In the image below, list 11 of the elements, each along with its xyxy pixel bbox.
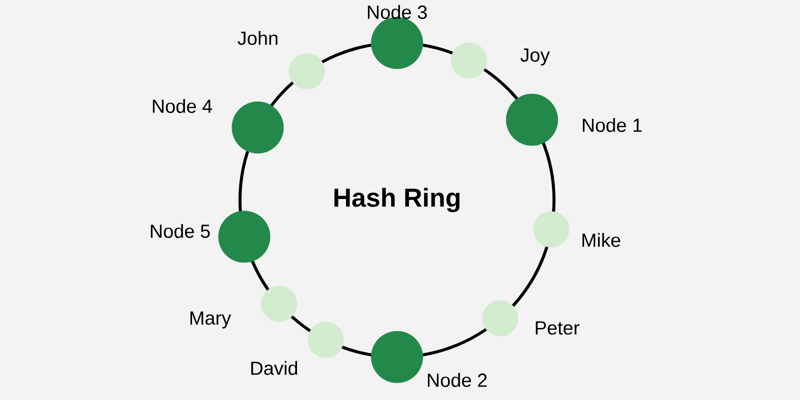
node-label: Node 5 bbox=[150, 224, 210, 238]
node-label: Peter bbox=[536, 321, 580, 335]
node-label: Joy bbox=[520, 48, 550, 66]
node-label: Node 2 bbox=[428, 373, 487, 387]
node-label: Node 1 bbox=[582, 118, 642, 132]
node-label: Mike bbox=[582, 233, 620, 247]
node-label: John bbox=[238, 31, 278, 45]
node-label: Mary bbox=[190, 312, 232, 329]
node-label: David bbox=[251, 361, 298, 375]
node-label: Node 4 bbox=[152, 99, 212, 113]
node-label: Node 3 bbox=[368, 5, 427, 19]
